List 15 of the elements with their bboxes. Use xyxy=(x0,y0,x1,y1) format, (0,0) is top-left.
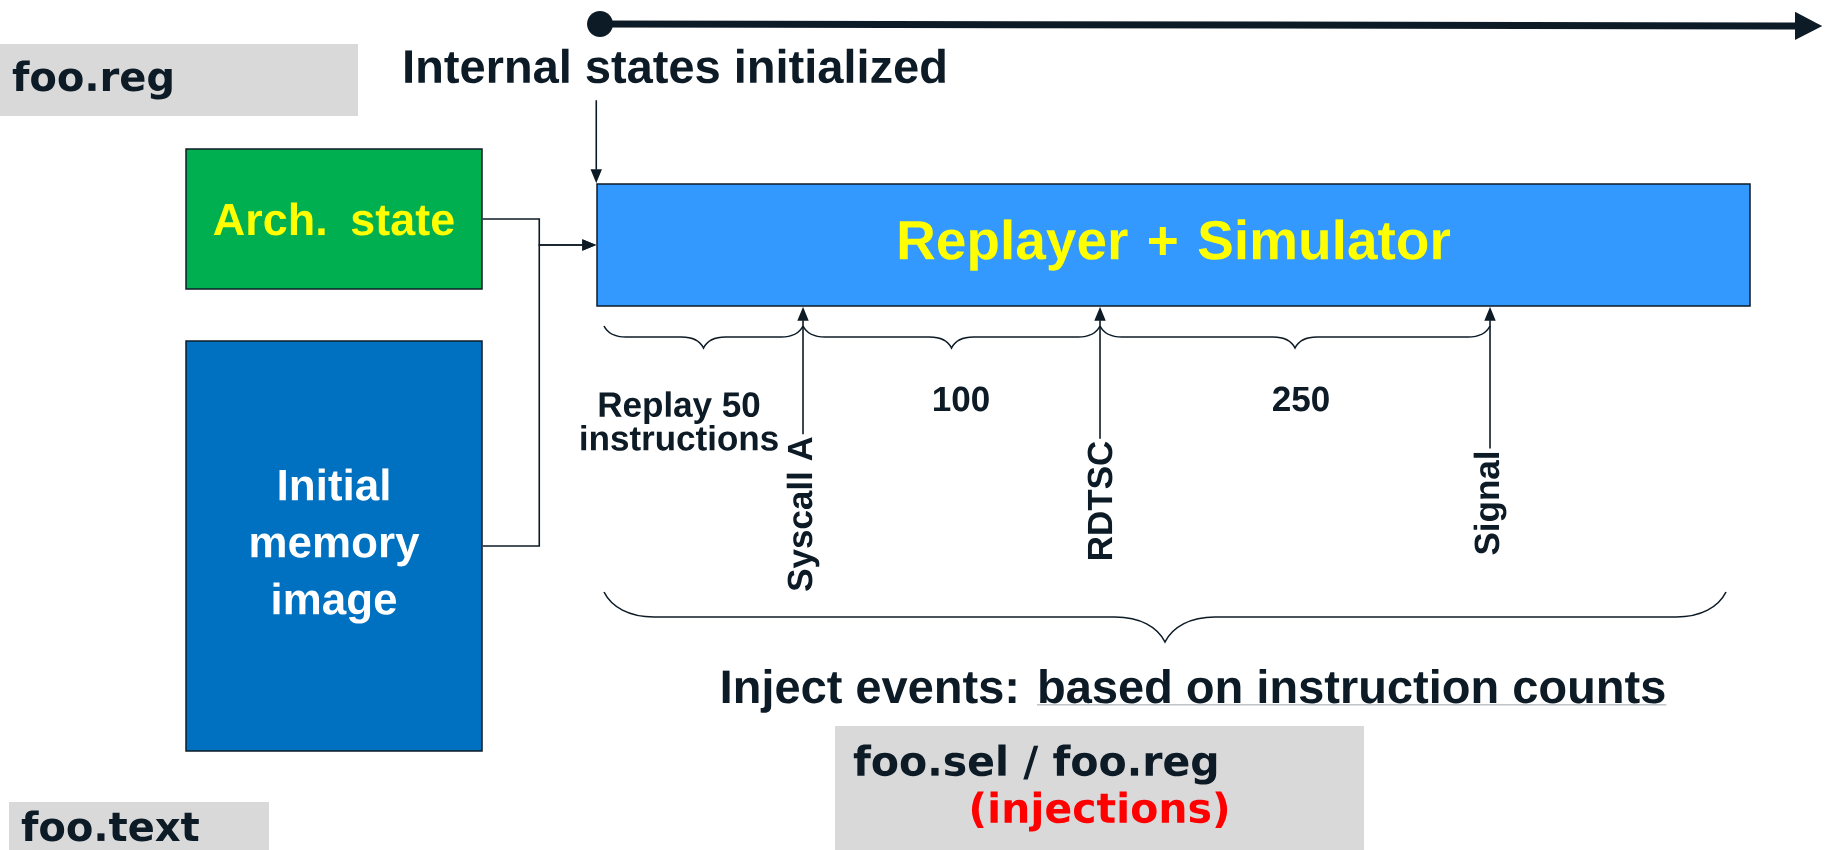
process-box: Arch. state xyxy=(185,148,483,290)
file-name-box: foo.sel / foo.reg (injections) xyxy=(835,726,1364,850)
event-label: RDTSC xyxy=(1087,441,1113,559)
interval-label: 100 xyxy=(934,386,989,412)
event-label: Syscall A xyxy=(786,437,820,591)
caption-text: Inject events: xyxy=(722,668,1016,713)
process-box: Replayer + Simulator xyxy=(596,183,1751,307)
annotation-text: Internal states initialized xyxy=(405,48,945,84)
process-box: Initial memory image xyxy=(185,340,483,752)
file-name-box: foo.text xyxy=(9,802,269,850)
event-label: Signal xyxy=(1473,452,1507,555)
file-name-box: foo.reg xyxy=(0,44,358,116)
interval-label: 250 xyxy=(1273,386,1329,412)
interval-label: Replay 50 instructions xyxy=(581,391,778,451)
caption-text: based on instruction counts xyxy=(1036,668,1667,706)
